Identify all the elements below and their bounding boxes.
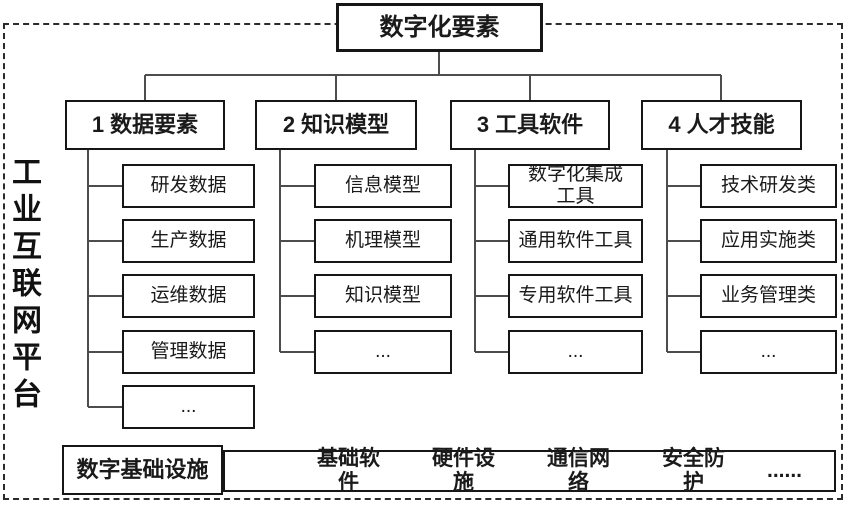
platform-vertical-label: 工业互联网平台 [7,156,40,415]
node-mechanism-model: 机理模型 [314,219,452,263]
infra-item-security: 安全防护 [662,446,725,494]
node-tech-rd-category: 技术研发类 [700,164,837,208]
node-tools-ellipsis: ... [508,330,643,374]
infra-item-ellipsis: ...... [767,458,803,482]
node-data-ellipsis: ... [122,385,255,429]
header-talent-skills: 4 人才技能 [641,100,802,150]
infrastructure-items-bar: 基础软件 硬件设施 通信网络 安全防护 ...... [223,446,836,494]
header-data-elements: 1 数据要素 [65,100,225,150]
node-knowledge-model: 知识模型 [314,274,452,318]
node-information-model: 信息模型 [314,164,452,208]
node-special-software-tools: 专用软件工具 [508,274,643,318]
node-digital-integration-tools: 数字化集成 工具 [508,164,643,208]
node-model-ellipsis: ... [314,330,452,374]
infrastructure-title-box: 数字基础设施 [62,445,223,495]
infra-item-comm-network: 通信网络 [547,446,610,494]
node-production-data: 生产数据 [122,219,255,263]
node-biz-management-category: 业务管理类 [700,274,837,318]
header-knowledge-models: 2 知识模型 [255,100,417,150]
infra-item-basic-software: 基础软件 [317,446,380,494]
root-node-digital-elements: 数字化要素 [336,3,543,52]
header-tool-software: 3 工具软件 [450,100,610,150]
node-skills-ellipsis: ... [700,330,837,374]
node-management-data: 管理数据 [122,330,255,374]
node-rd-data: 研发数据 [122,164,255,208]
node-om-data: 运维数据 [122,274,255,318]
infra-item-hardware: 硬件设施 [432,446,495,494]
node-app-implement-category: 应用实施类 [700,219,837,263]
node-general-software-tools: 通用软件工具 [508,219,643,263]
